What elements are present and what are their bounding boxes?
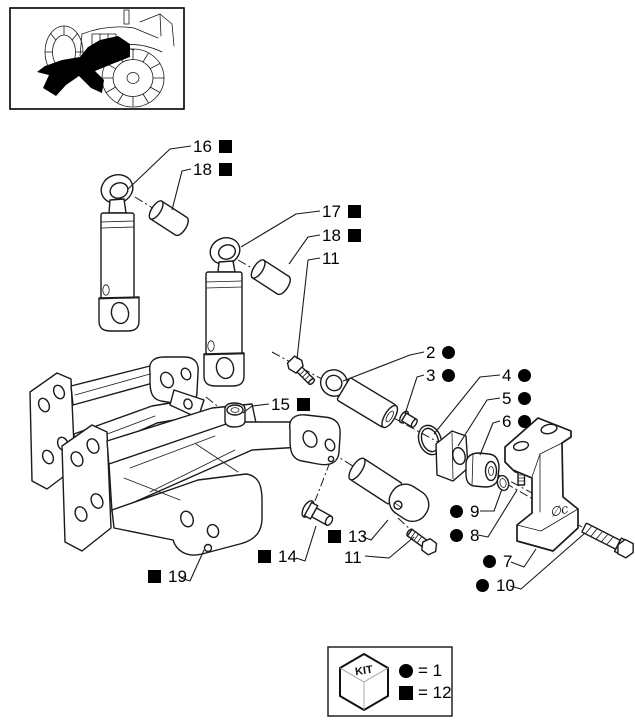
part-18-pin-upper — [148, 200, 189, 237]
part-9-washer — [496, 474, 510, 492]
part-7-support-bracket: ∅c — [504, 417, 579, 552]
legend-entry-square: = 12 — [399, 684, 452, 701]
tractor-thumbnail — [9, 7, 185, 110]
part-11-bolt-upper — [286, 355, 316, 386]
kit-cube-icon — [339, 653, 389, 711]
part-17-cylinder — [203, 237, 245, 387]
part-13-pin — [348, 457, 430, 523]
kit-label: KIT — [354, 664, 373, 678]
legend-square-text: = 12 — [418, 683, 452, 702]
square-symbol — [399, 685, 413, 700]
legend-dot-text: = 1 — [418, 661, 443, 680]
part-4-oring — [417, 424, 443, 456]
part-11-bolt-lower — [406, 528, 438, 556]
dot-symbol — [399, 663, 413, 678]
kit-legend-box: KIT — [327, 646, 453, 717]
part-10-bolt — [581, 522, 634, 559]
legend-entry-dot: = 1 — [399, 662, 442, 679]
part-14-pin — [301, 500, 334, 526]
part-19-frame-supports — [29, 356, 341, 556]
part-18-pin-lower — [250, 259, 291, 296]
part-16-cylinder — [98, 174, 140, 332]
leader-lines — [127, 145, 586, 590]
part-15-bushing — [224, 402, 246, 428]
part-3-screw — [398, 410, 418, 428]
bracket-marking: ∅c — [548, 502, 570, 521]
part-6-fitting — [465, 452, 500, 488]
part-2-cylinder-pin — [319, 369, 399, 429]
hitch-highlight-silhouette — [37, 36, 130, 96]
